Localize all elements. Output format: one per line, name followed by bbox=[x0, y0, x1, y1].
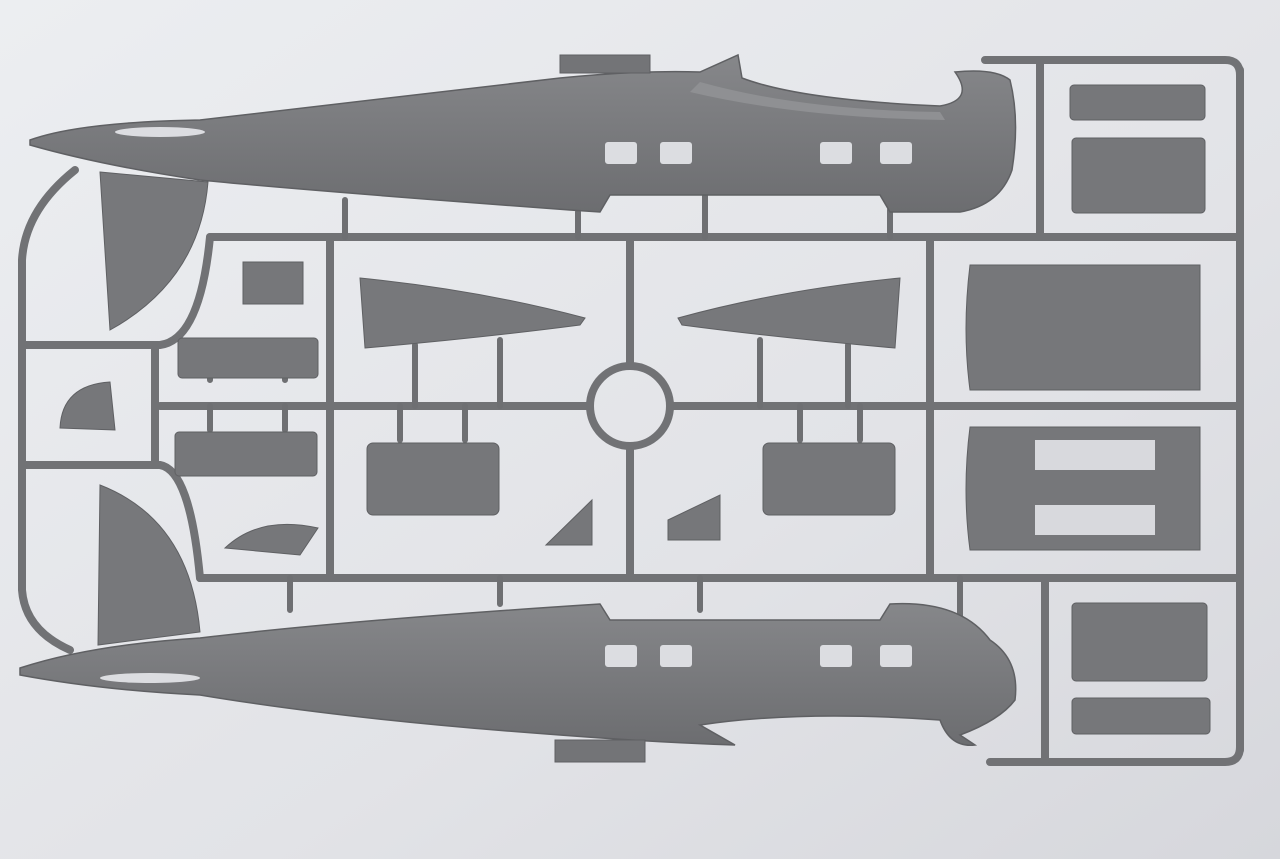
runner-hub bbox=[586, 362, 674, 450]
gates bbox=[207, 187, 963, 623]
cowl-right bbox=[762, 442, 896, 516]
ladder-part-top bbox=[559, 54, 651, 74]
stabilizer-right bbox=[677, 277, 901, 349]
sprue-frame bbox=[18, 56, 1244, 766]
part-c bbox=[242, 261, 304, 305]
ladder-part-bottom bbox=[554, 739, 646, 763]
runner-right-bottom bbox=[986, 743, 1244, 766]
fuselage-bottom bbox=[19, 602, 1017, 747]
fuselage-top-windows bbox=[115, 127, 912, 164]
nacelle-openings bbox=[1035, 440, 1155, 535]
canopy-frame bbox=[59, 381, 116, 431]
fuselage-bottom-windows bbox=[100, 645, 912, 683]
nacelle-top bbox=[965, 264, 1201, 391]
part-r1 bbox=[1069, 84, 1206, 121]
fin-top bbox=[99, 171, 209, 331]
cowl-left bbox=[366, 442, 500, 516]
fin-bottom bbox=[97, 484, 201, 646]
part-r2 bbox=[1071, 137, 1206, 214]
part-b bbox=[174, 431, 318, 477]
small-part-1 bbox=[544, 498, 593, 546]
part-a bbox=[177, 337, 319, 379]
part-r3 bbox=[1071, 602, 1208, 682]
runner-right-top bbox=[981, 56, 1244, 79]
runner-left-outer bbox=[18, 166, 79, 654]
panel-parts bbox=[59, 84, 1211, 735]
part-r4 bbox=[1071, 697, 1211, 735]
seat-part bbox=[223, 523, 319, 556]
fuselage-top-window-strip bbox=[690, 82, 945, 120]
small-part-2 bbox=[667, 494, 721, 541]
runner-left-bottom bbox=[21, 461, 204, 582]
stabilizer-left bbox=[359, 277, 586, 349]
runner-left-top bbox=[21, 233, 214, 349]
